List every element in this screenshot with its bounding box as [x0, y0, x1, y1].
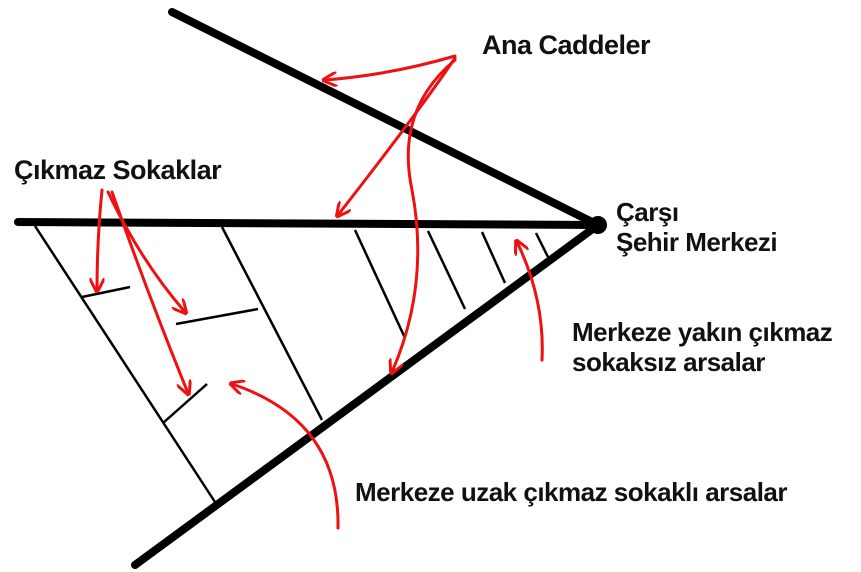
parcel-line [220, 226, 324, 421]
center-line-2: Şehir Merkezi [616, 226, 778, 257]
parcel-line [534, 232, 550, 258]
arrow-main-middle [338, 56, 457, 215]
label-near-plots: Merkeze yakın çıkmaz sokaksız arsalar [572, 317, 833, 378]
arrow-near-plots [517, 242, 544, 362]
near-plots-line-2: sokaksız arsalar [572, 346, 765, 377]
label-city-center: Çarşı Şehir Merkezi [616, 197, 778, 258]
arrow-main-upper [325, 54, 457, 80]
parcel-line [353, 229, 407, 339]
label-main-streets: Ana Caddeler [482, 30, 651, 61]
dead-end-street [162, 383, 208, 424]
main-roads [14, 8, 607, 569]
main-streets-text: Ana Caddeler [482, 30, 651, 60]
center-line-1: Çarşı [616, 197, 679, 227]
label-far-plots: Merkeze uzak çıkmaz sokaklı arsalar [355, 477, 788, 508]
label-dead-end-streets: Çıkmaz Sokaklar [14, 155, 222, 186]
arrow-deadend-3 [110, 190, 188, 393]
city-center-node [589, 216, 607, 234]
main-road-upper [168, 8, 602, 229]
dead-end-streets-text: Çıkmaz Sokaklar [14, 155, 222, 185]
dead-end-street [175, 307, 259, 326]
main-road-lower [131, 221, 602, 569]
left-edge-line [33, 225, 217, 503]
arrows [97, 54, 544, 530]
dead-end-street [81, 285, 131, 299]
parcel-line [426, 230, 467, 310]
arrow-deadend-1 [97, 188, 102, 290]
main-road-middle [14, 218, 602, 229]
parcel-line [480, 231, 507, 284]
arrow-main-lower [392, 58, 457, 372]
arrow-deadend-2 [106, 190, 185, 312]
arrow-far-plots [232, 384, 340, 530]
far-plots-text: Merkeze uzak çıkmaz sokaklı arsalar [355, 477, 788, 507]
parcel-lines [33, 225, 550, 503]
near-plots-line-1: Merkeze yakın çıkmaz [572, 317, 833, 347]
